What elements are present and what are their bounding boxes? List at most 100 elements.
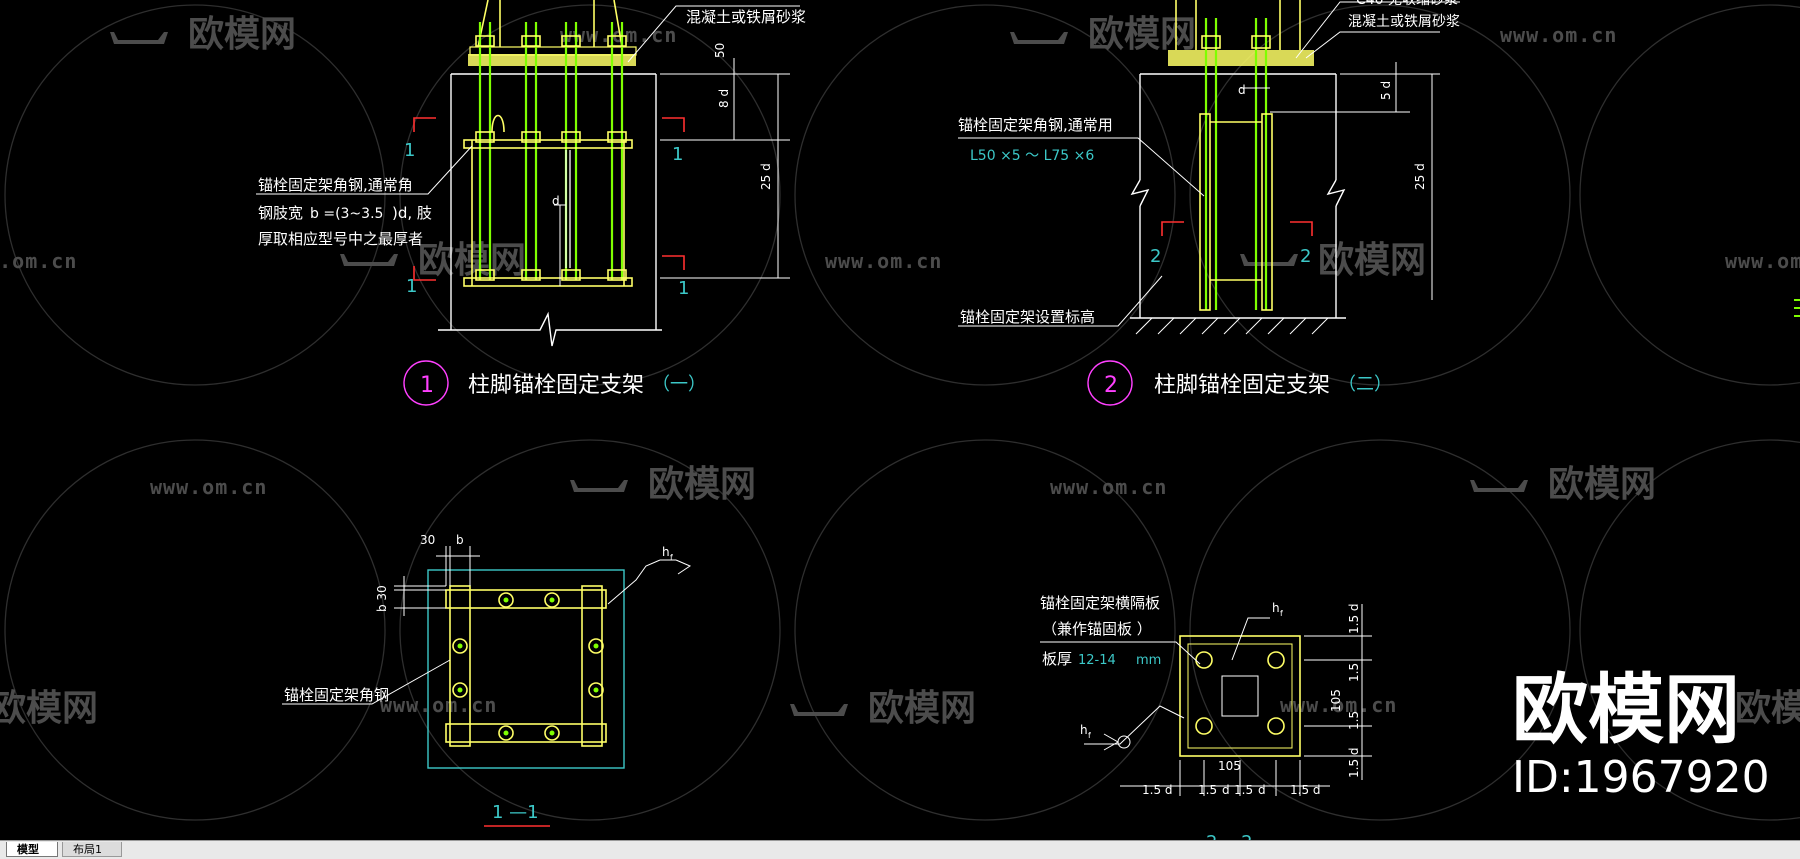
plate-bottom-label: 2 —2 xyxy=(1206,832,1253,840)
detail2-pedestal xyxy=(1130,73,1346,319)
detail1-title-number: 1 xyxy=(420,373,434,398)
watermark-logo-text: 欧模网 xyxy=(0,688,98,729)
watermark-urls: www.om.cn www.om.cn www.om.cn www.om.cn … xyxy=(0,23,1800,717)
section11-label: 1 —1 xyxy=(492,802,539,823)
sofa-icon xyxy=(1470,480,1528,492)
plate-dim-105-h: 105 xyxy=(1218,759,1241,773)
detail1-dim-8d: 8 d xyxy=(717,89,731,108)
section11-dim-30: 30 xyxy=(420,533,435,547)
plate-dim-d-1: d xyxy=(1222,783,1230,797)
detail2-title-number: 2 xyxy=(1104,373,1118,398)
watermark-url-text: www.om.cn xyxy=(1500,23,1617,47)
watermark-logo-2: 欧模网 xyxy=(1010,14,1196,55)
detail1-dimensions xyxy=(554,58,790,286)
detail1-note-leader xyxy=(256,145,473,195)
plate-dim-15-b: 1.5 xyxy=(1347,711,1361,730)
detail2-dim-d: d xyxy=(1238,83,1246,97)
drawing-background xyxy=(0,0,1800,840)
section11-dim-b: b xyxy=(456,533,464,547)
detail-2: d 5 d 25 d C40 无收缩砂浆 混凝土或铁屑砂浆 锚栓固定架角钢,通常… xyxy=(958,0,1460,406)
detail2-section-label: 2 xyxy=(1300,246,1311,267)
watermark-circles xyxy=(4,4,1800,821)
section11-weld-subscript: f xyxy=(670,553,673,562)
watermark-url-text: www.om.cn xyxy=(1050,475,1167,499)
watermark-url-text: www.om.cn xyxy=(825,249,942,273)
detail1-note-line1: 锚栓固定架角钢,通常角 xyxy=(258,176,413,194)
section11-dim-labels: 30 b b 30 h f xyxy=(375,533,673,612)
detail2-grout xyxy=(1168,50,1314,66)
plate-dim-15-2: 1.5 xyxy=(1234,783,1253,797)
plate-note-line1: 锚栓固定架横隔板 xyxy=(1040,594,1160,612)
detail1-section-labels: 1 1 1 1 xyxy=(404,140,689,299)
detail1-section-label: 1 xyxy=(678,278,689,299)
plate-dimensions xyxy=(1120,604,1372,796)
sofa-icon xyxy=(1010,32,1068,44)
watermark-logos: 欧模网 欧模网 欧模网 欧模网 欧模网 欧模网 xyxy=(0,14,1800,729)
watermark-logo-5: 欧模网 xyxy=(570,464,756,505)
tab-layout1[interactable]: 布局1 xyxy=(62,842,122,857)
watermark-logo-text: 欧模网 xyxy=(188,14,296,55)
section11-dimensions xyxy=(394,546,692,616)
detail1-section-label: 1 xyxy=(672,144,683,165)
detail1-title-circle xyxy=(403,360,449,406)
detail2-angle-size: L50 ×5 ～ L75 ×6 xyxy=(970,148,1094,164)
detail1-grout xyxy=(468,54,636,66)
detail2-ground-hatch xyxy=(1135,317,1329,335)
detail1-frame xyxy=(463,114,633,287)
plate-dim-15d-bottom: 1.5 d xyxy=(1347,747,1361,778)
detail1-section-label: 1 xyxy=(406,276,417,297)
watermark-logo-8: 欧模网 xyxy=(790,688,976,729)
section11-note-leader xyxy=(282,659,451,705)
detail2-anchor-bolts xyxy=(1204,18,1268,310)
plate-thickness-value: 12-14 xyxy=(1078,653,1116,668)
detail2-angle-note-leader xyxy=(958,137,1205,197)
watermark-logo-9: 欧模网 xyxy=(1735,688,1800,729)
watermark-logo-text: 欧模网 xyxy=(1318,240,1426,281)
detail1-dim-25d: 25 d xyxy=(759,163,773,190)
watermark-logo-1: 欧模网 xyxy=(110,14,296,55)
plate-note-line2: （兼作锚固板 ） xyxy=(1042,620,1152,638)
cad-drawing-canvas[interactable]: 欧模网 欧模网 欧模网 欧模网 欧模网 欧模网 xyxy=(0,0,1800,840)
watermark-logo-text: 欧模网 xyxy=(1088,14,1196,55)
watermark-logo-7: 欧模网 xyxy=(0,688,98,729)
plate-weld-subscript-left: f xyxy=(1088,731,1091,740)
detail2-title-circle xyxy=(1087,360,1133,406)
watermark-layer: 欧模网 欧模网 欧模网 欧模网 欧模网 欧模网 xyxy=(0,4,1800,821)
sofa-icon xyxy=(340,254,398,266)
detail2-top-note1: C40 无收缩砂浆 xyxy=(1356,0,1458,8)
plate-bolt-holes xyxy=(1195,651,1285,735)
plate-weld-subscript-top: f xyxy=(1280,609,1283,618)
detail1-top-note-leader xyxy=(627,5,800,63)
tab-model[interactable]: 模型 xyxy=(6,842,58,857)
sofa-icon xyxy=(110,32,168,44)
section-1-1: 30 b b 30 h f 锚栓固定架角钢 1 —1 xyxy=(282,533,692,827)
detail2-section-label: 2 xyxy=(1150,246,1161,267)
watermark-url-text: www.om.cn xyxy=(150,475,267,499)
plate-weld-symbol-left: h xyxy=(1080,723,1088,737)
detail2-dimensions xyxy=(1240,62,1440,300)
plate-dim-d-2: d xyxy=(1258,783,1266,797)
detail2-section-marks xyxy=(1161,221,1313,236)
plate-dim-15-a: 1.5 xyxy=(1347,663,1361,682)
detail2-dim-labels: d 5 d 25 d xyxy=(1238,81,1427,190)
detail2-height-note-leader xyxy=(958,275,1163,327)
brand-overlay-name: 欧模网 xyxy=(1512,665,1740,754)
watermark-url-text: www.om.cn xyxy=(0,249,77,273)
cad-drawing-svg: 欧模网 欧模网 欧模网 欧模网 欧模网 欧模网 xyxy=(0,0,1800,840)
detail2-top-note2: 混凝土或铁屑砂浆 xyxy=(1348,14,1460,30)
detail2-angle-note: 锚栓固定架角钢,通常用 xyxy=(958,116,1113,134)
detail1-section-marks xyxy=(413,117,685,281)
detail1-dim-labels: 50 8 d 25 d d xyxy=(552,43,773,208)
plate-dim-15d-top: 1.5 d xyxy=(1347,603,1361,634)
plate-outline xyxy=(1179,635,1301,757)
detail2-top-note-leader xyxy=(1295,1,1460,59)
detail2-angle-note-text: 锚栓固定架角钢,通常用 xyxy=(958,116,1113,134)
detail1-top-note: 混凝土或铁屑砂浆 xyxy=(686,8,806,26)
plate-dim-105-v: 105 xyxy=(1329,689,1343,712)
detail2-title-suffix: （二） xyxy=(1338,374,1392,395)
detail1-note-suffix: )d, 肢 xyxy=(392,204,432,222)
detail1-column-stub xyxy=(477,0,623,48)
plate-dim-15d-2: 1.5 d xyxy=(1290,783,1321,797)
detail1-dim-d: d xyxy=(552,194,560,208)
section11-weld-symbol: h xyxy=(662,545,670,559)
